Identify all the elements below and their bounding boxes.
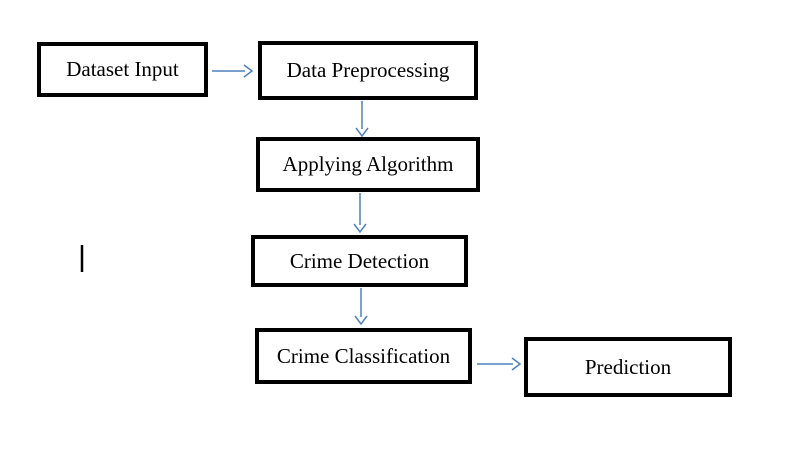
- node-label: Data Preprocessing: [286, 58, 450, 82]
- node-dataset-input: Dataset Input: [37, 42, 208, 97]
- node-crime-detection: Crime Detection: [251, 235, 468, 287]
- node-label: Dataset Input: [66, 57, 179, 81]
- arrowhead-down-icon: [354, 315, 368, 326]
- arrowhead-right-icon: [511, 357, 522, 371]
- arrow-detection-to-classification: [354, 288, 368, 326]
- arrowhead-right-icon: [243, 64, 254, 78]
- arrow-dataset-to-preprocessing: [212, 64, 254, 78]
- node-label: Applying Algorithm: [282, 152, 454, 176]
- arrow-algorithm-to-detection: [353, 193, 367, 234]
- arrow-preprocessing-to-algorithm: [355, 101, 369, 138]
- node-data-preprocessing: Data Preprocessing: [258, 41, 478, 100]
- node-prediction: Prediction: [524, 337, 732, 397]
- arrow-classification-to-prediction: [477, 357, 522, 371]
- arrowhead-down-icon: [353, 223, 367, 234]
- node-crime-classification: Crime Classification: [255, 328, 472, 384]
- node-label: Crime Classification: [276, 343, 451, 368]
- arrowhead-down-icon: [355, 127, 369, 138]
- node-applying-algorithm: Applying Algorithm: [256, 137, 480, 192]
- node-label: Prediction: [584, 354, 672, 379]
- node-label: Crime Detection: [289, 248, 430, 273]
